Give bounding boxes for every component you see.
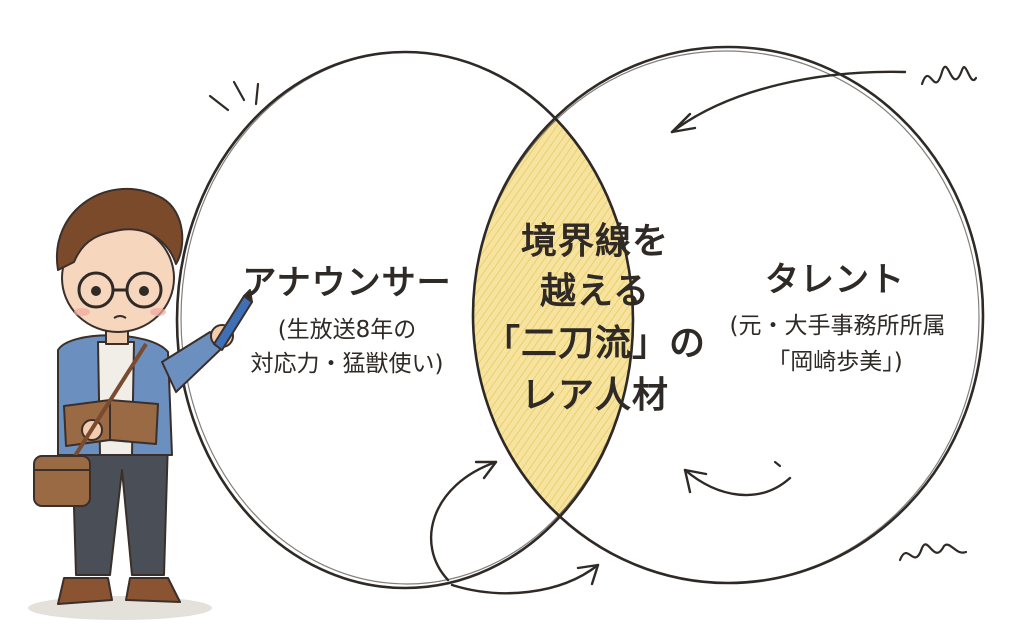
right-set-detail-line1: (元・大手事務所所属: [729, 313, 946, 339]
left-shoe: [57, 577, 113, 605]
intersection-line3: 「二刀流」の: [483, 323, 706, 364]
ground-shadow: [28, 596, 212, 620]
presenter-character: [28, 187, 253, 620]
arrow-bottom-right: [683, 468, 792, 497]
right-circle: [471, 45, 985, 585]
right-set-title: タレント: [765, 260, 905, 300]
book-icon: [63, 399, 159, 447]
hair: [55, 187, 184, 271]
glasses-icon: [77, 271, 163, 309]
pen-icon: [213, 289, 253, 351]
arrow-bottom-left: [429, 460, 498, 582]
doodle-marks: [208, 65, 978, 562]
satchel-bag: [33, 455, 91, 507]
right-set-detail-line2: 「岡崎歩美」): [767, 349, 903, 375]
left-set-title: アナウンサー: [242, 263, 452, 303]
mouth: [113, 315, 127, 319]
arrow-top-right: [670, 70, 907, 134]
trousers: [71, 439, 169, 576]
arrow-bottom-center: [450, 563, 600, 595]
left-circle: [175, 50, 635, 590]
bag-strap: [64, 342, 148, 472]
intersection-line4: レア人材: [520, 375, 669, 416]
left-set-detail-line2: 対応力・猛獣使い): [250, 351, 444, 377]
intersection-line1: 境界線を: [520, 221, 669, 262]
left-set-detail-line1: (生放送8年の: [277, 317, 417, 343]
intersection-line2: 越える: [540, 271, 650, 312]
right-shoe: [125, 577, 181, 603]
